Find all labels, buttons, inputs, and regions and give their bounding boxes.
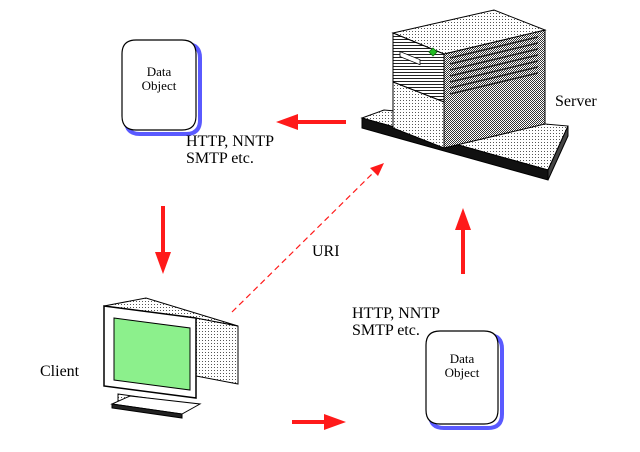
server-icon (360, 9, 569, 181)
protocols-top-label: HTTP, NNTP SMTP etc. (186, 133, 274, 167)
uri-label: URI (312, 243, 340, 260)
arrow-client-to-object (292, 414, 346, 430)
arrow-server-to-object (276, 114, 346, 130)
arrow-object-to-client (155, 206, 171, 274)
protocols-top-line2: SMTP etc. (186, 150, 254, 167)
data-object-bottom-line2: Object (444, 365, 480, 380)
data-object-bottom-icon (425, 330, 504, 430)
client-screen (113, 317, 191, 391)
protocols-bottom-line1: HTTP, NNTP (352, 305, 441, 322)
arrow-uri-request (231, 163, 384, 313)
client-label: Client (40, 363, 80, 380)
data-object-top-line2: Object (141, 78, 177, 93)
server-label: Server (555, 93, 597, 110)
arrow-object-to-server (455, 208, 471, 274)
data-object-top-icon (121, 39, 202, 136)
data-object-top-label: Data Object (129, 65, 189, 93)
protocols-top-line1: HTTP, NNTP (186, 133, 275, 150)
protocols-bottom-line2: SMTP etc. (352, 322, 420, 339)
client-computer-icon (103, 297, 239, 419)
protocols-bottom-label: HTTP, NNTP SMTP etc. (352, 305, 440, 339)
data-object-bottom-line1: Data (449, 351, 475, 366)
server-indicator-icon (428, 47, 438, 57)
data-object-top-line1: Data (146, 64, 172, 79)
data-object-bottom-label: Data Object (432, 352, 492, 380)
